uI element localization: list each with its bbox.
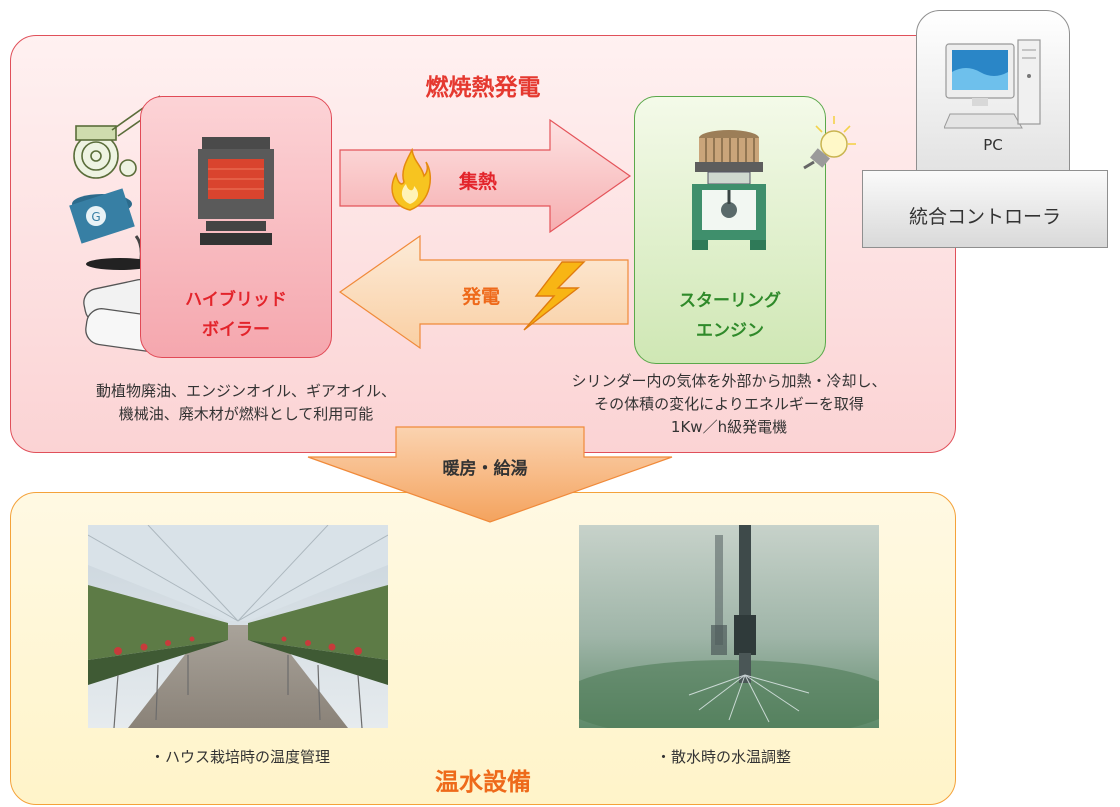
greenhouse-image [88, 525, 388, 728]
stirling-engine-label: スターリング エンジン [634, 286, 826, 346]
engine-description-line1: シリンダー内の気体を外部から加熱・冷却し、 [571, 372, 887, 390]
fuel-description-line2: 機械油、廃木材が燃料として利用可能 [118, 405, 374, 423]
heating-arrow [307, 426, 673, 523]
svg-text:G: G [91, 210, 100, 224]
oil-puddle-icon [86, 258, 154, 270]
heating-arrow-label: 暖房・給湯 [442, 459, 528, 479]
sprinkler-photo [579, 525, 879, 728]
engine-description-line3: 1Kw／h級発電機 [670, 418, 788, 436]
stirling-engine-icon [692, 130, 766, 250]
lightning-icon [523, 261, 586, 331]
flame-icon [391, 148, 432, 211]
fuel-description: 動植物廃油、エンジンオイル、ギアオイル、 機械油、廃木材が燃料として利用可能 [66, 380, 426, 426]
integrated-controller-label: 統合コントローラ [908, 206, 1061, 228]
engine-label-line1: スターリング [679, 291, 781, 311]
sprinkler-caption: ・散水時の水温調整 [656, 748, 792, 766]
engine-description-line2: その体積の変化によりエネルギーを取得 [594, 395, 864, 413]
hybrid-boiler-label: ハイブリッド ボイラー [140, 285, 332, 345]
computer-icon [944, 39, 1041, 129]
power-generation-title: 燃焼熱発電 [425, 75, 541, 101]
integrated-controller-box [862, 170, 1108, 248]
fuel-illustrations: G [69, 95, 171, 352]
lawn-mower-icon [73, 95, 165, 179]
pc-label: PC [983, 136, 1003, 154]
hot-water-title: 温水設備 [435, 768, 531, 796]
greenhouse-caption: ・ハウス栽培時の温度管理 [150, 748, 331, 766]
boiler-label-line2: ボイラー [202, 320, 270, 340]
boiler-label-line1: ハイブリッド [185, 290, 287, 310]
power-generation-label: 発電 [462, 286, 501, 308]
engine-label-line2: エンジン [696, 321, 764, 341]
oil-can-icon: G [69, 188, 143, 267]
power-generation-arrow [338, 234, 629, 350]
boiler-icon [198, 137, 274, 245]
greenhouse-photo [88, 525, 388, 728]
engine-description: シリンダー内の気体を外部から加熱・冷却し、 その体積の変化によりエネルギーを取得… [534, 370, 924, 439]
fuel-description-line1: 動植物廃油、エンジンオイル、ギアオイル、 [95, 382, 396, 400]
heat-collection-label: 集熱 [459, 171, 498, 193]
sprinkler-image [579, 525, 879, 728]
light-bulb-icon [803, 116, 856, 170]
